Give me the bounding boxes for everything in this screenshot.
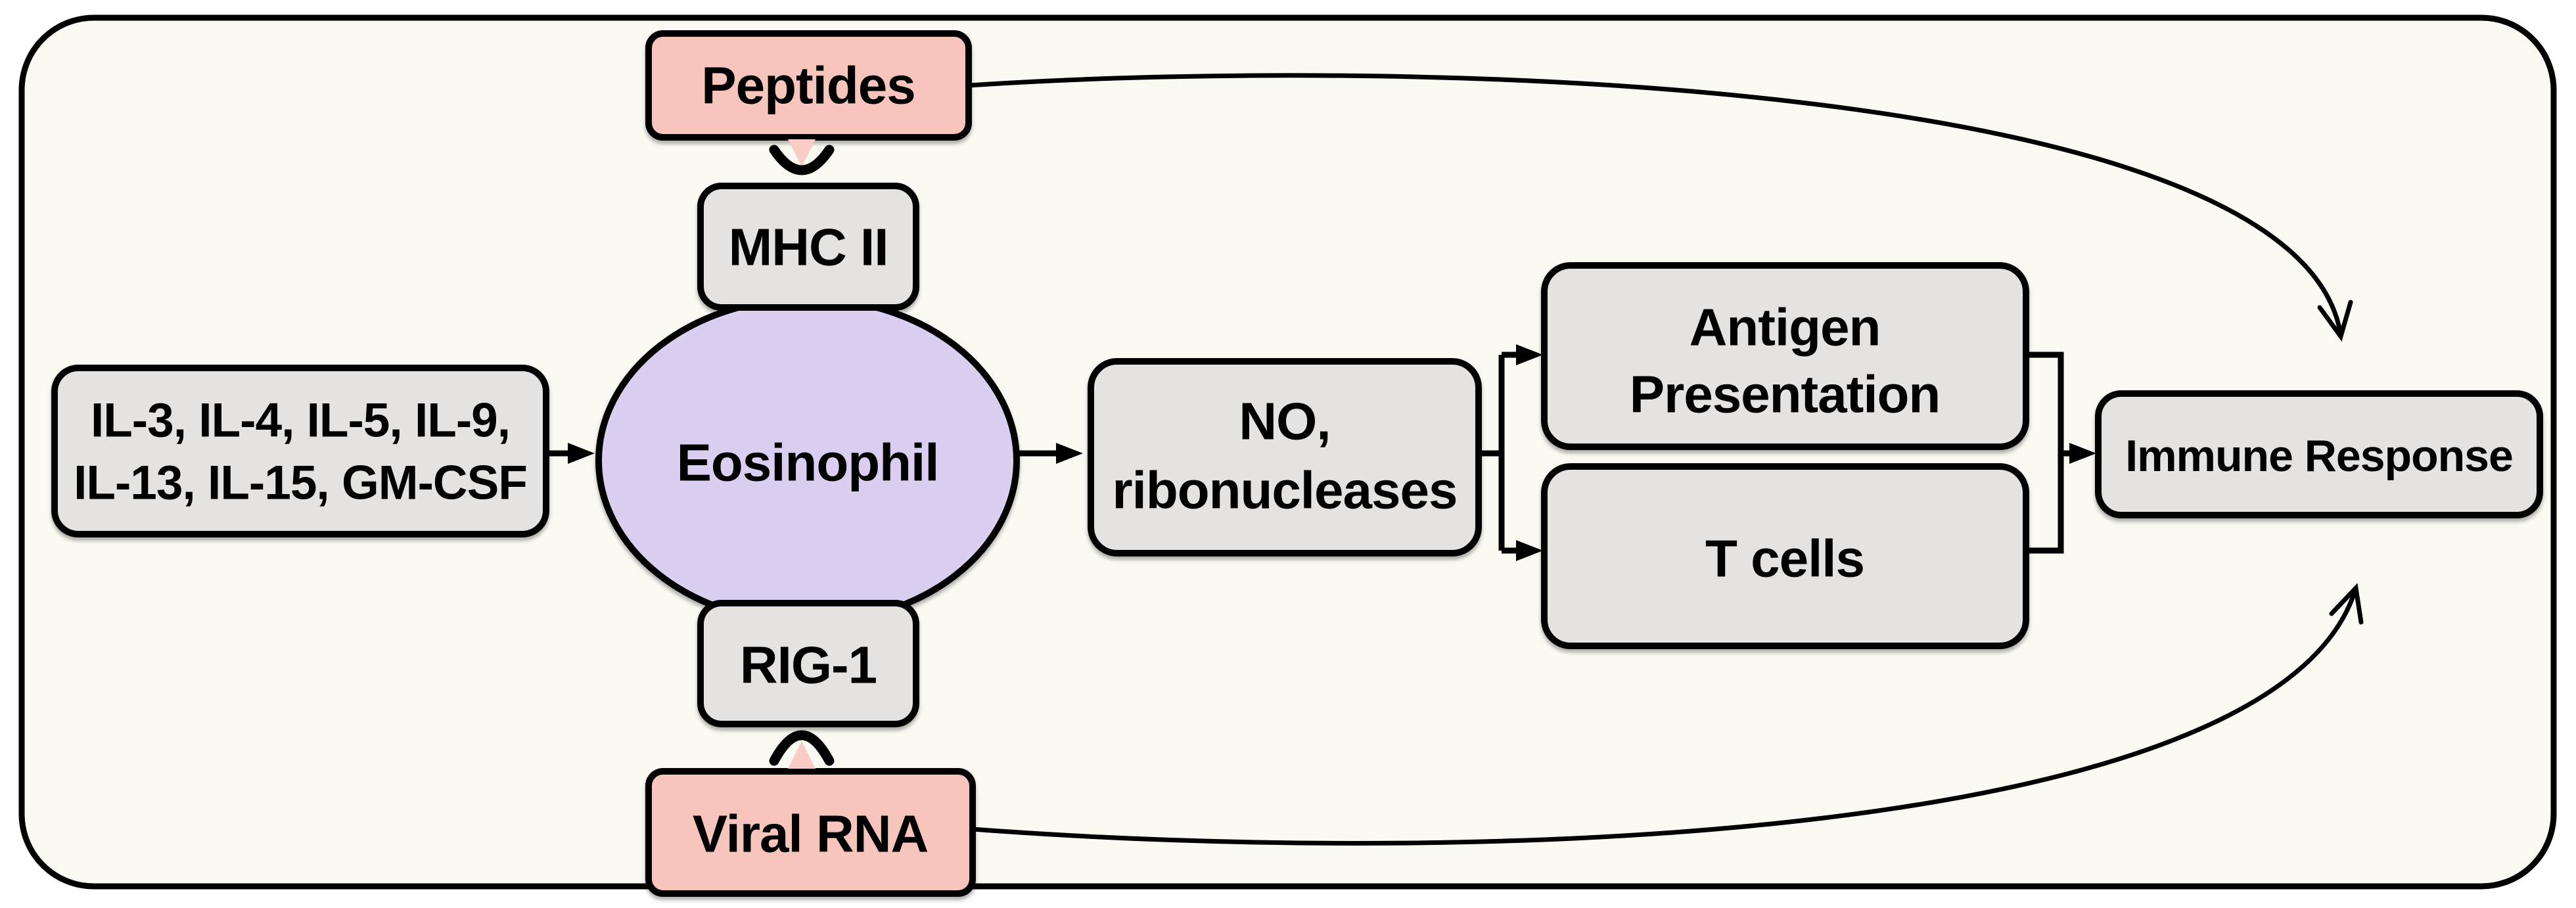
edge-eosinophil-no-arrowhead-icon	[1056, 443, 1083, 464]
edge-viralrna-immune-curve	[970, 585, 2358, 846]
viral-rna-label: Viral RNA	[693, 805, 929, 863]
node-immune-response	[2095, 390, 2543, 518]
nodes	[51, 30, 2543, 897]
eosinophil-label: Eosinophil	[677, 434, 939, 492]
node-viral-rna	[645, 768, 976, 897]
receptor-mhc-ii-icon	[769, 145, 835, 175]
node-cytokines	[51, 365, 549, 537]
edge-no-tcells-arrowhead-icon	[1516, 540, 1543, 561]
cytokines-label-line2: IL-13, IL-15, GM-CSF	[74, 457, 527, 510]
viral-rna-ligand-triangle-icon	[788, 741, 816, 769]
node-t-cells	[1541, 463, 2029, 649]
t-cells-label: T cells	[1705, 530, 1864, 588]
receptor-rig-1-icon	[769, 730, 835, 766]
immune-response-label: Immune Response	[2125, 431, 2513, 481]
node-rig-1	[697, 600, 919, 727]
peptide-ligand-triangle-icon	[788, 139, 816, 167]
node-mhc-ii	[697, 183, 919, 311]
mhc-ii-label: MHC II	[729, 218, 888, 277]
node-no-ribonucleases	[1088, 358, 1482, 556]
receptors	[769, 139, 835, 769]
peptides-label: Peptides	[701, 57, 915, 115]
antigen-presentation-label-line1: Antigen	[1690, 298, 1881, 357]
edge-viralrna-immune-arrowhead-icon	[2329, 583, 2364, 625]
no-label-line1: NO,	[1239, 392, 1330, 451]
node-antigen-presentation	[1541, 262, 2029, 450]
edge-no-antigen-arrowhead-icon	[1516, 344, 1543, 365]
fork-split-bracket	[1479, 352, 1519, 554]
edge-peptides-immune-curve	[966, 73, 2343, 338]
cytokines-label-line1: IL-3, IL-4, IL-5, IL-9,	[91, 394, 510, 447]
rig-1-label: RIG-1	[740, 636, 877, 694]
labels: Peptides MHC II Eosinophil RIG-1 Viral R…	[74, 57, 2514, 863]
edge-merge-immune-arrowhead-icon	[2069, 443, 2096, 464]
connectors	[546, 73, 2364, 846]
edge-peptides-immune-arrowhead-icon	[2317, 300, 2353, 342]
no-label-line2: ribonucleases	[1112, 461, 1457, 520]
node-peptides	[645, 30, 972, 141]
edge-cytokines-eosinophil-arrowhead-icon	[568, 443, 595, 464]
antigen-presentation-label-line2: Presentation	[1630, 365, 1941, 424]
